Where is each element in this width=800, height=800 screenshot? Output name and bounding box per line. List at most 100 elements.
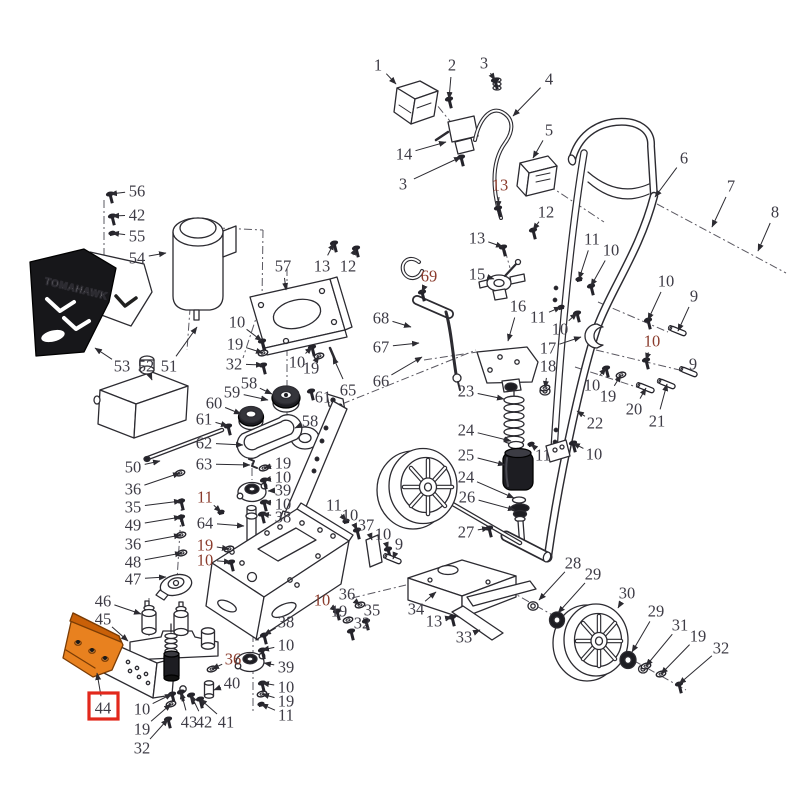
leader-line: [711, 196, 727, 228]
leader-line: [391, 356, 423, 376]
part-label-65: 65: [340, 381, 357, 400]
part-label-10: 10: [375, 525, 392, 544]
leader-line: [576, 410, 586, 418]
leader-line: [144, 515, 182, 524]
part-label-10: 10: [314, 591, 331, 610]
leader-line: [559, 336, 582, 345]
part-label-36: 36: [225, 650, 242, 669]
part-label-54: 54: [129, 249, 146, 268]
part-label-10: 10: [278, 636, 295, 655]
part-label-56: 56: [129, 182, 146, 201]
leader-line: [478, 499, 516, 512]
part-label-29: 29: [648, 602, 665, 621]
flange-47: [155, 573, 193, 601]
part-label-4: 4: [545, 70, 553, 89]
leader-line: [538, 571, 566, 601]
part-label-10: 10: [586, 445, 603, 464]
part-label-52: 52: [138, 357, 155, 376]
part-label-9: 9: [689, 355, 697, 374]
leader-line: [599, 367, 607, 377]
part-label-24: 24: [458, 421, 475, 440]
part-label-62: 62: [196, 434, 213, 453]
rear-wheel: [552, 603, 629, 682]
leader-line: [144, 459, 161, 466]
fastener-nut: [574, 275, 584, 283]
leader-line: [243, 394, 269, 402]
washer-24b: [511, 496, 527, 504]
part-label-43: 43: [181, 713, 198, 732]
leader-line: [94, 347, 113, 360]
leader-line: [144, 498, 182, 506]
cable-clamp-14: [434, 115, 479, 155]
part-label-15: 15: [469, 265, 486, 284]
leader-line: [542, 377, 549, 389]
part-label-33: 33: [456, 628, 473, 647]
leader-line: [111, 230, 126, 237]
part-label-48: 48: [125, 553, 142, 572]
part-label-19: 19: [227, 335, 244, 354]
part-label-45: 45: [95, 610, 112, 629]
part-label-19: 19: [134, 720, 151, 739]
belt-guard-front-cover: TOMAHAWK: [29, 248, 117, 357]
part-label-10: 10: [275, 468, 292, 487]
part-label-12: 12: [340, 257, 357, 276]
part-label-10: 10: [289, 353, 306, 372]
leader-line: [246, 347, 264, 354]
leader-line: [339, 513, 347, 522]
part-label-13: 13: [426, 612, 443, 631]
leader-line: [645, 633, 673, 667]
part-label-10: 10: [658, 272, 675, 291]
leader-line: [477, 526, 490, 533]
part-label-69: 69: [421, 267, 438, 286]
part-label-2: 2: [448, 56, 456, 75]
part-label-23: 23: [458, 382, 475, 401]
part-label-36: 36: [125, 535, 142, 554]
handlebar: [543, 117, 659, 561]
rubber-mount-3: [200, 627, 216, 650]
part-label-67: 67: [373, 338, 390, 357]
part-label-10: 10: [229, 313, 246, 332]
part-label-29: 29: [585, 565, 602, 584]
leader-line: [512, 87, 541, 117]
leader-line: [149, 718, 169, 740]
part-label-12: 12: [538, 203, 555, 222]
leader-line: [659, 383, 669, 410]
leader-line: [261, 645, 275, 652]
leader-line: [613, 374, 622, 387]
part-label-50: 50: [125, 458, 142, 477]
part-label-24: 24: [458, 468, 475, 487]
wheel-washers: [527, 601, 649, 674]
side-plate-37: [365, 534, 383, 568]
blade-44: [62, 612, 124, 678]
fastener-bolt: [258, 361, 270, 376]
part-label-13: 13: [469, 229, 486, 248]
fastener-bolt: [259, 498, 271, 513]
part-label-19: 19: [331, 602, 348, 621]
leader-line: [568, 312, 578, 322]
leader-line: [392, 320, 412, 328]
part-label-16: 16: [510, 297, 527, 316]
part-label-39: 39: [275, 481, 292, 500]
main-deck: [205, 502, 354, 641]
motor: [172, 217, 237, 321]
part-label-19: 19: [197, 536, 214, 555]
part-label-10: 10: [644, 332, 661, 351]
part-label-11: 11: [535, 446, 551, 465]
leader-line: [548, 306, 562, 313]
highlight-box-part-44[interactable]: [87, 691, 120, 721]
spring-damper-stack: [163, 623, 180, 682]
leader-line: [413, 156, 462, 180]
leader-line: [144, 574, 167, 581]
leader-line: [148, 251, 167, 258]
part-label-22: 22: [587, 414, 604, 433]
leader-line: [590, 260, 606, 287]
part-label-46: 46: [95, 592, 112, 611]
part-label-1: 1: [374, 56, 382, 75]
fastener-bolt: [107, 212, 119, 227]
spring-23: [503, 389, 525, 445]
leader-line: [261, 512, 272, 518]
leader-line: [557, 582, 586, 614]
part-label-21: 21: [649, 412, 666, 431]
part-label-10: 10: [603, 241, 620, 260]
